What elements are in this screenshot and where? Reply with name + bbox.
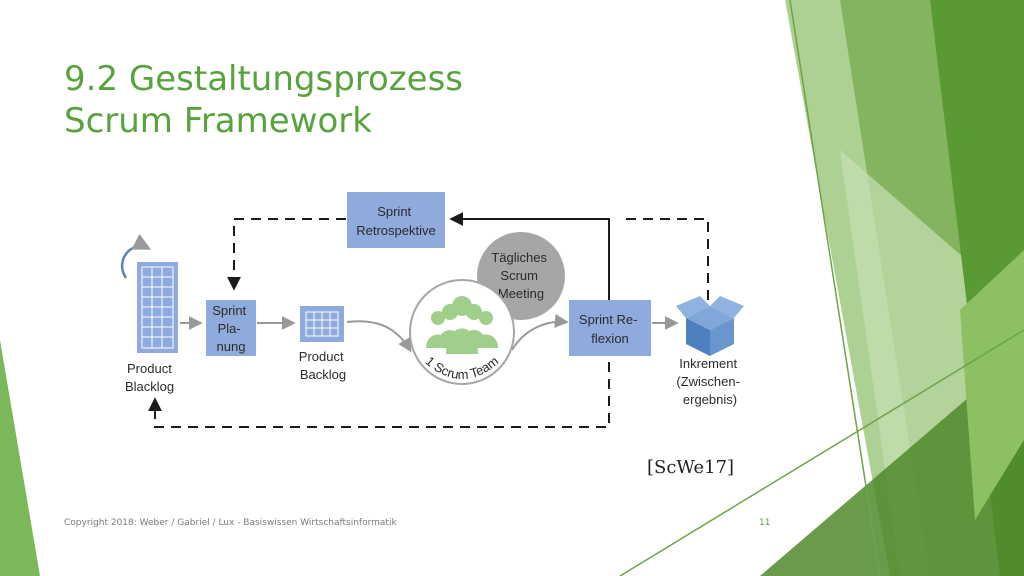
page-number: 11 <box>759 518 771 528</box>
sprint-retrospective-label: Sprint Retrospektive <box>356 204 435 238</box>
refresh-arrow-icon <box>120 233 152 279</box>
left-green-triangle <box>0 340 40 576</box>
sprint-review-box <box>569 300 651 356</box>
decor-line-1 <box>789 0 881 576</box>
footer-copyright: Copyright 2018: Weber / Gabriel / Lux - … <box>64 518 397 528</box>
team-people-icon <box>426 296 498 354</box>
title-line-2: Scrum Framework <box>64 101 372 141</box>
top-dashed-loop <box>227 218 709 302</box>
product-blacklog-document-icon <box>120 233 178 353</box>
title-line-1: 9.2 Gestaltungsprozess <box>64 59 464 99</box>
product-blacklog-label: Product Blacklog <box>125 361 175 394</box>
bottom-dashed-loop <box>148 362 610 428</box>
daily-scrum-meeting-label: Tägliches Scrum Meeting <box>491 250 550 301</box>
slide-title: 9.2 Gestaltungsprozess Scrum Framework <box>64 58 463 142</box>
increment-box-icon <box>676 296 744 356</box>
sprint-planning-label: Sprint Pla- nung <box>212 303 250 354</box>
flow-arrows <box>180 313 679 353</box>
citation: [ScWe17] <box>647 457 735 478</box>
right-shape-bright <box>960 250 1024 520</box>
sprint-planning-box <box>206 300 256 356</box>
decor-line-2 <box>619 329 1024 576</box>
product-backlog-label: Product Backlog <box>299 349 347 382</box>
product-backlog-grid-icon <box>300 306 344 342</box>
increment-label: Inkrement (Zwischen- ergebnis) <box>676 356 743 407</box>
sprint-review-label: Sprint Re- flexion <box>579 312 641 346</box>
right-shape-bottom <box>760 350 1024 576</box>
review-to-retrospective-arrow <box>449 212 610 300</box>
sprint-retrospective-box <box>347 192 445 248</box>
